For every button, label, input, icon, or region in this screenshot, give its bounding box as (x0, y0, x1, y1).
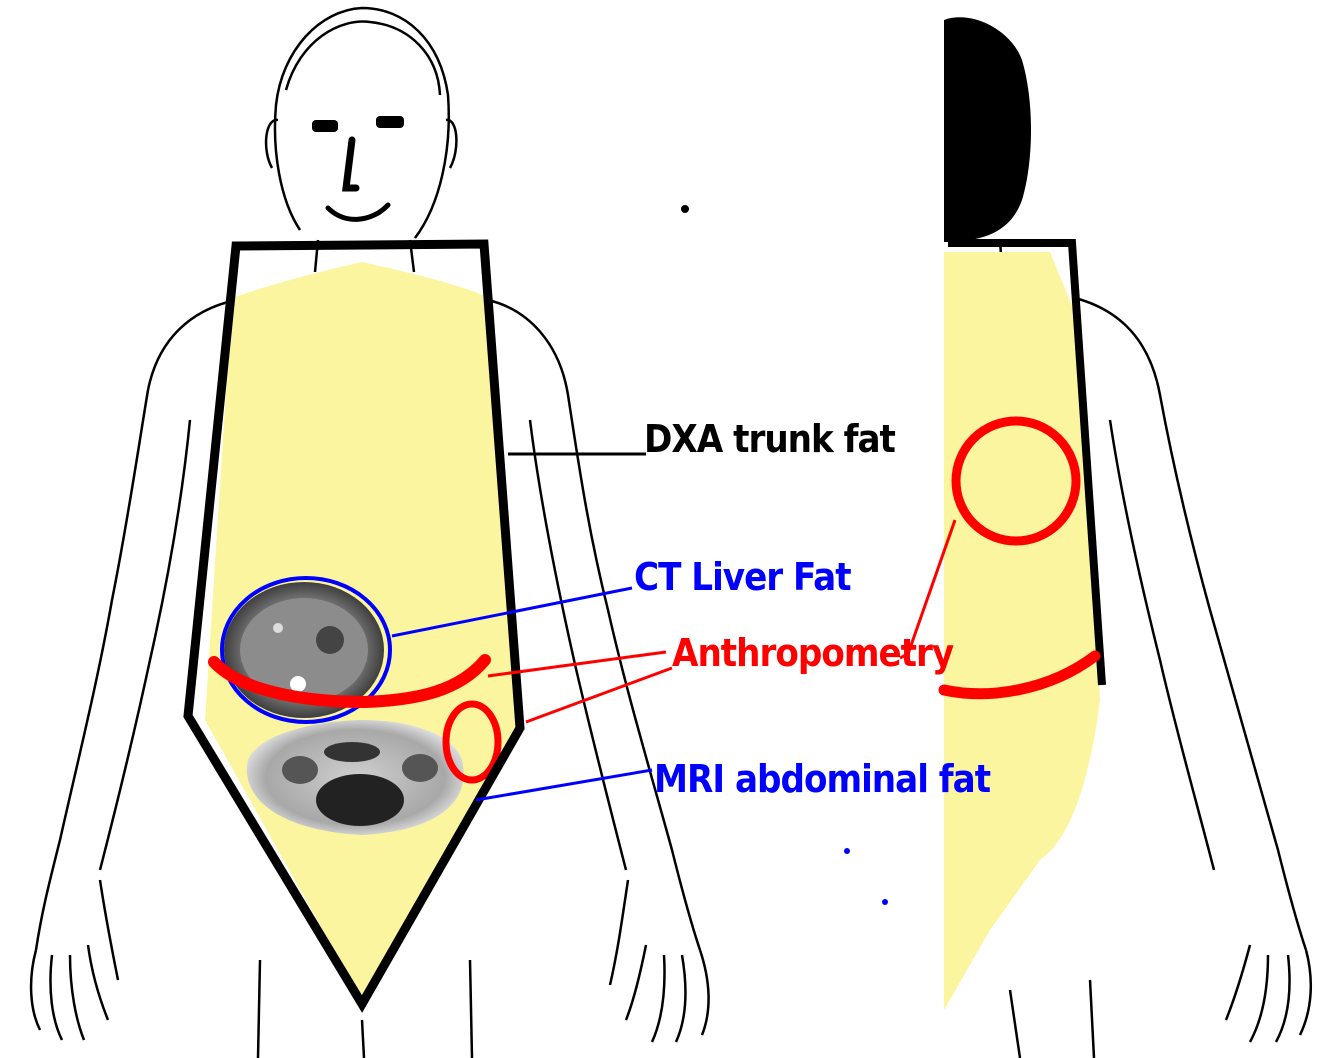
front-nose (346, 140, 356, 188)
front-right-eye (376, 116, 404, 128)
front-mouth (328, 205, 388, 219)
side-arm-outer (1075, 298, 1306, 950)
stray-dot (882, 899, 888, 905)
side-leg (1010, 980, 1094, 1058)
stray-dot (844, 848, 850, 854)
anthro-label: Anthropometry (672, 631, 954, 675)
anthro-leader-line-2 (526, 668, 672, 722)
front-right-arm-inner (530, 420, 626, 870)
side-head (944, 17, 1031, 242)
side-arm-inner (1110, 420, 1214, 870)
mri-label: MRI abdominal fat (654, 757, 991, 801)
stray-dot (681, 205, 689, 213)
ct-label: CT Liver Fat (634, 555, 851, 599)
front-face (312, 116, 404, 219)
front-right-arm-outer (488, 300, 700, 950)
front-head-outline (275, 8, 449, 238)
front-left-arm-inner (100, 420, 190, 870)
front-left-arm-outer (36, 300, 236, 950)
dxa-label: DXA trunk fat (644, 417, 896, 461)
mri-leader-line (476, 770, 652, 800)
front-left-eye (312, 120, 338, 132)
front-right-hand (610, 880, 709, 1042)
side-hand (1226, 945, 1311, 1042)
